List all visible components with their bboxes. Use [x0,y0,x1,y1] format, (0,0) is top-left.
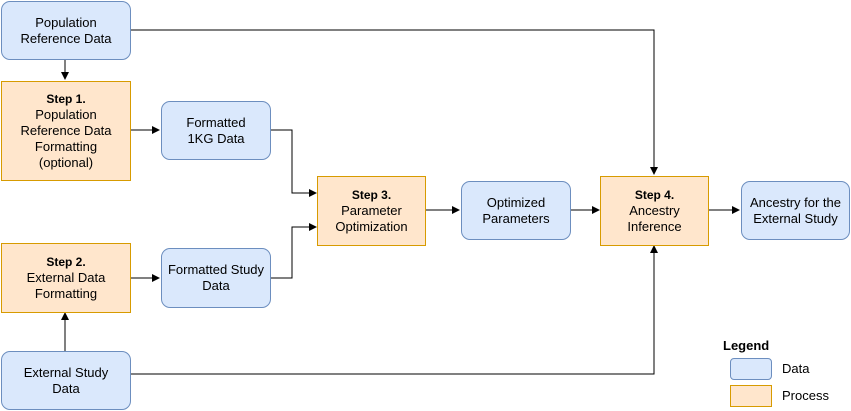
legend-title: Legend [723,338,770,353]
node-line: Formatting [34,139,98,154]
formatted-1kg-data-node: Formatted 1KG Data [161,101,271,160]
node-line: Population [35,14,97,30]
node-line: External Study [23,364,109,380]
step3-process-node: Step 3. Parameter Optimization [317,176,426,246]
node-line: Optimized [486,194,546,210]
node-line: Ancestry for the [749,194,842,210]
external-study-data-node: External Study Data [1,351,131,410]
legend-data-swatch [730,358,772,380]
node-line: Data [202,278,230,293]
node-line: Inference [627,219,682,234]
optimized-parameters-node: Optimized Parameters [461,181,571,240]
population-reference-data-node: Population Reference Data [1,1,131,60]
step1-process-node: Step 1. Population Reference Data Format… [1,81,131,181]
node-line: Parameter [341,203,402,218]
legend-process-label: Process [782,388,829,403]
node-line: Parameters [482,210,550,226]
edge-popref-to-step4 [131,29,658,175]
step-label: Step 2. [46,255,86,269]
node-line: Population [35,107,97,122]
node-line: Ancestry [629,203,680,218]
legend-data-label: Data [782,361,810,376]
node-line: Data [52,380,80,396]
node-line: Reference Data [20,123,112,138]
node-line: Formatting [34,286,98,301]
edge-study-to-step4 [131,245,658,375]
step-label: Step 1. [46,92,86,106]
ancestry-external-study-node: Ancestry for the External Study [741,181,850,240]
node-line: External Study [753,210,838,226]
node-line: External Data [26,270,106,285]
step-label: Step 3. [351,188,392,202]
node-line: Optimization [335,219,408,234]
edge-fstudy-to-step3 [271,223,317,279]
edge-1kg-to-step3 [271,129,317,197]
node-line: 1KG Data [187,130,245,146]
step4-process-node: Step 4. Ancestry Inference [600,176,709,246]
node-line: Formatted [186,114,246,130]
legend-process-swatch [730,385,772,407]
step-label: Step 4. [634,188,675,202]
node-line: (optional) [38,155,94,170]
step2-process-node: Step 2. External Data Formatting [1,243,131,313]
formatted-study-data-node: Formatted Study Data [161,248,271,308]
node-line: Reference Data [20,30,112,46]
node-line: Formatted Study [167,262,265,277]
